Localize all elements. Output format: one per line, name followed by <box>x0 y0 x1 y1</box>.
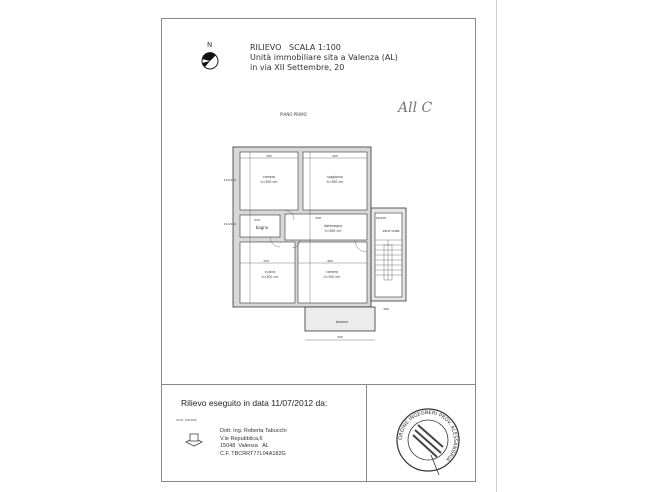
north-compass-icon: N <box>201 41 219 70</box>
room-camera-2 <box>297 241 368 304</box>
floor-label: PIANO PRIMO <box>280 112 307 117</box>
room-height-camera-1: h=300 cm <box>261 180 278 184</box>
dimension-label: 380 <box>383 307 389 311</box>
compass-label: N <box>207 41 212 49</box>
document-frame <box>161 18 476 482</box>
author-block: Dott. Ing. Roberta Tabucchi V.le Repubbl… <box>220 428 287 458</box>
dimension-label: 316 <box>254 218 260 222</box>
stairs <box>240 152 402 341</box>
dimension-label: 480 <box>327 259 333 263</box>
room-disimpegno <box>284 213 368 241</box>
room-label-vano-scala: vano scala <box>382 229 399 233</box>
professional-stamp: ORDINE INGEGNERI PROV. ALESSANDRIA <box>396 408 460 475</box>
room-height-cucina: h=300 cm <box>262 275 279 279</box>
dimension-label: 330 <box>263 259 269 263</box>
room-height-soggiorno: h=300 cm <box>327 180 344 184</box>
header-title: RILIEVO SCALA 1:100 <box>250 43 341 52</box>
room-height-disimpegno: h=300 cm <box>325 229 342 233</box>
author-name: Dott. Ing. Roberta Tabucchi <box>220 428 287 434</box>
signature-box <box>161 384 476 483</box>
room-label-cucina: cucina <box>265 270 275 274</box>
dimension-label: 365 <box>266 154 272 158</box>
room-label-bagno: bagno <box>256 225 269 230</box>
header-property: Unità immobiliare sita a Valenza (AL) <box>250 53 398 62</box>
room-label-disimpegno: disimpegno <box>324 224 343 228</box>
handwritten-note: All C <box>398 100 433 116</box>
room-cucina <box>239 241 296 304</box>
survey-date: Rilievo eseguito in data 11/07/2012 da: <box>181 398 328 408</box>
engineer-logo-icon <box>185 433 203 447</box>
scan-edge <box>496 0 497 492</box>
balcony-slab <box>304 306 376 332</box>
room-label-camera-2: camera <box>326 270 338 274</box>
room-label-balcone: balcone <box>336 320 349 324</box>
room-height-camera-2: h=300 cm <box>324 275 341 279</box>
room-label-camera-1: camera <box>263 175 275 179</box>
document-header: RILIEVO SCALA 1:100 Unità immobiliare si… <box>250 43 398 73</box>
dimension-label: 110/150 <box>224 178 237 182</box>
author-city: 15048 Valenza AL <box>220 443 269 449</box>
dimension-label: 110/150 <box>224 222 237 226</box>
dimension-label: 405 <box>332 154 338 158</box>
dimension-label: 300 <box>337 335 343 339</box>
author-street: V.le Repubblica,6 <box>220 435 263 442</box>
room-label-soggiorno: soggiorno <box>327 175 343 179</box>
logo-label: ISCR. ORDINE <box>176 418 197 422</box>
room-soggiorno <box>302 151 368 211</box>
author-tax-code: C.F. TBCRRT77L04A182G <box>220 450 286 457</box>
dimension-label: 308 <box>315 216 321 220</box>
box-divider <box>366 384 367 482</box>
dimension-label: 90/200 <box>376 216 387 220</box>
room-camera-1 <box>239 151 299 211</box>
header-address: in via XII Settembre, 20 <box>250 63 345 72</box>
